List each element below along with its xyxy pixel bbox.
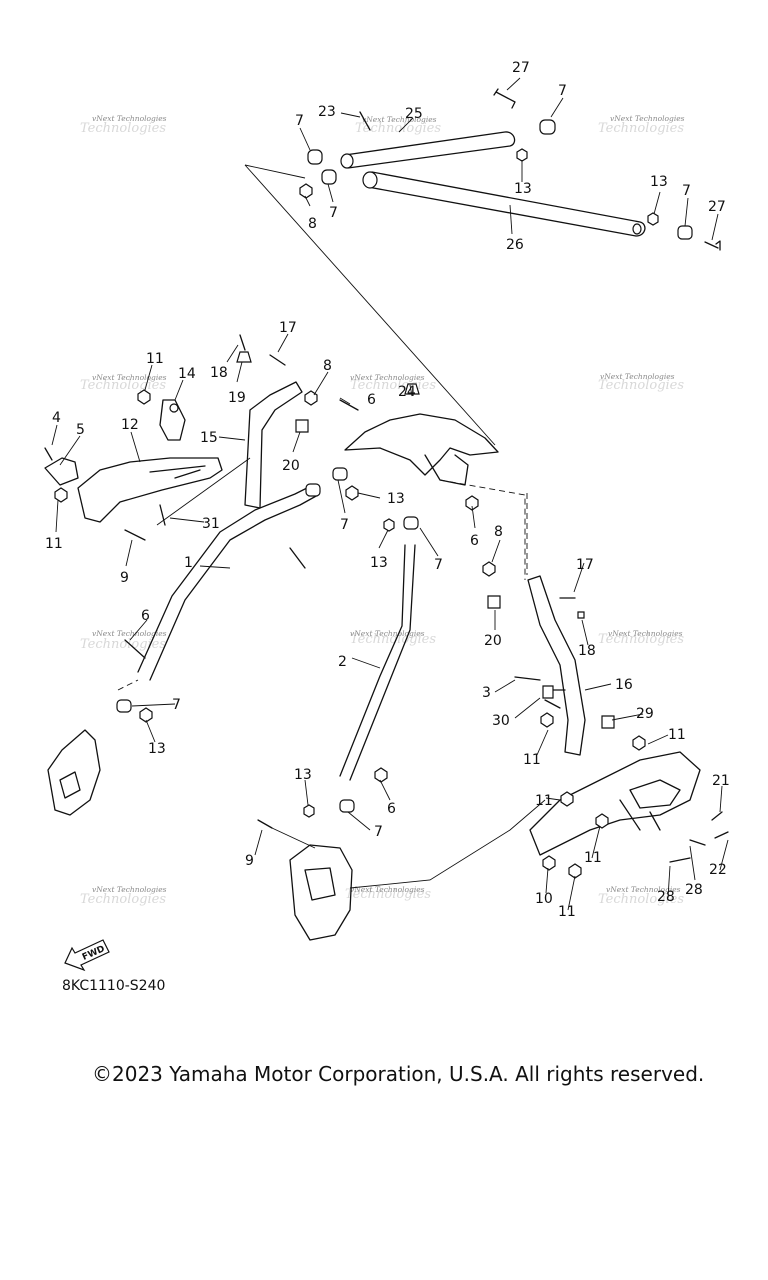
callout-29: 29 [636,706,654,722]
callout-17: 17 [279,320,297,336]
callout-7: 7 [172,697,181,713]
svg-text:vNext Technologies: vNext Technologies [92,373,167,382]
svg-text:vNext Technologies: vNext Technologies [600,372,675,381]
fwd-arrow-icon: FWD [64,939,110,972]
callout-11: 11 [668,727,686,743]
callout-25: 25 [405,106,423,122]
callout-7: 7 [295,113,304,129]
callout-15: 15 [200,430,218,446]
callout-20: 20 [282,458,300,474]
callout-7: 7 [329,205,338,221]
callout-3: 3 [482,685,491,701]
catalog-number: 8KC1110-S240 [62,978,166,994]
callout-30: 30 [492,713,510,729]
callout-21: 21 [712,773,730,789]
callout-18: 18 [210,365,228,381]
svg-text:Technologies: Technologies [350,632,436,647]
callout-28: 28 [657,889,675,905]
callout-27: 27 [512,60,530,76]
svg-text:vNext Technologies: vNext Technologies [606,885,681,894]
callout-8: 8 [323,358,332,374]
callout-6: 6 [141,608,150,624]
callout-6: 6 [367,392,376,408]
svg-text:vNext Technologies: vNext Technologies [608,629,683,638]
callout-13: 13 [650,174,668,190]
callout-7: 7 [682,183,691,199]
top-crossbar-assembly [244,77,721,446]
callout-13: 13 [387,491,405,507]
callout-6: 6 [470,533,479,549]
callout-1: 1 [184,555,193,571]
callout-4: 4 [52,410,61,426]
callout-11: 11 [558,904,576,920]
callout-11: 11 [523,752,541,768]
callout-23: 23 [318,104,336,120]
right-bracket-assembly [482,493,729,911]
callout-16: 16 [615,677,633,693]
svg-text:vNext Technologies: vNext Technologies [350,373,425,382]
callout-7: 7 [558,83,567,99]
callout-8: 8 [308,216,317,232]
left-bracket-assembly [44,333,329,567]
callout-labels: 27 7 23 25 7 13 8 7 13 7 27 26 17 18 19 … [45,60,730,920]
svg-text:Technologies: Technologies [80,121,166,136]
svg-text:vNext Technologies: vNext Technologies [350,629,425,638]
callout-24: 24 [398,384,416,400]
callout-13: 13 [514,181,532,197]
callout-11: 11 [45,536,63,552]
callout-9: 9 [245,853,254,869]
callout-7: 7 [374,824,383,840]
svg-text:Technologies: Technologies [598,892,684,907]
svg-text:vNext Technologies: vNext Technologies [362,115,437,124]
svg-text:vNext Technologies: vNext Technologies [92,885,167,894]
svg-text:vNext Technologies: vNext Technologies [610,114,685,123]
callout-5: 5 [76,422,85,438]
svg-text:Technologies: Technologies [80,637,166,652]
svg-text:FWD: FWD [81,944,107,963]
callout-28: 28 [685,882,703,898]
callout-10: 10 [535,891,553,907]
copyright-notice: ©2023 Yamaha Motor Corporation, U.S.A. A… [92,1062,705,1086]
callout-14: 14 [178,366,196,382]
callout-19: 19 [228,390,246,406]
svg-text:Technologies: Technologies [598,121,684,136]
callout-13: 13 [148,741,166,757]
callout-12: 12 [121,417,139,433]
lower-frame-brackets [47,729,546,941]
svg-text:vNext Technologies: vNext Technologies [350,885,425,894]
callout-7: 7 [340,517,349,533]
callout-31: 31 [202,516,220,532]
svg-text:vNext Technologies: vNext Technologies [92,114,167,123]
callout-6: 6 [387,801,396,817]
svg-text:Technologies: Technologies [598,632,684,647]
svg-text:vNext Technologies: vNext Technologies [92,629,167,638]
svg-text:Technologies: Technologies [80,892,166,907]
callout-2: 2 [338,654,347,670]
center-tube-assembly [116,383,526,831]
callout-18: 18 [578,643,596,659]
callout-13: 13 [294,767,312,783]
callout-11: 11 [584,850,602,866]
callout-9: 9 [120,570,129,586]
svg-text:Technologies: Technologies [355,121,441,136]
callout-13: 13 [370,555,388,571]
callout-26: 26 [506,237,524,253]
callout-27: 27 [708,199,726,215]
callout-22: 22 [709,862,727,878]
callout-11: 11 [146,351,164,367]
callout-17: 17 [576,557,594,573]
callout-7: 7 [434,557,443,573]
callout-11: 11 [535,793,553,809]
callout-20: 20 [484,633,502,649]
svg-text:Technologies: Technologies [345,887,431,902]
callout-8: 8 [494,524,503,540]
svg-text:Technologies: Technologies [598,378,684,393]
